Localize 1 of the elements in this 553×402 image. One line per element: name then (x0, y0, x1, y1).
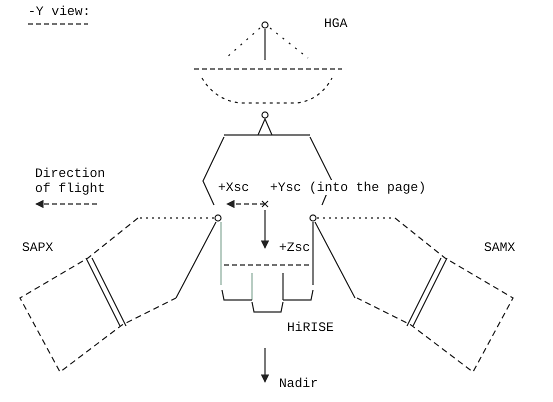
axis-label: +Ysc (into the page) (270, 180, 426, 195)
